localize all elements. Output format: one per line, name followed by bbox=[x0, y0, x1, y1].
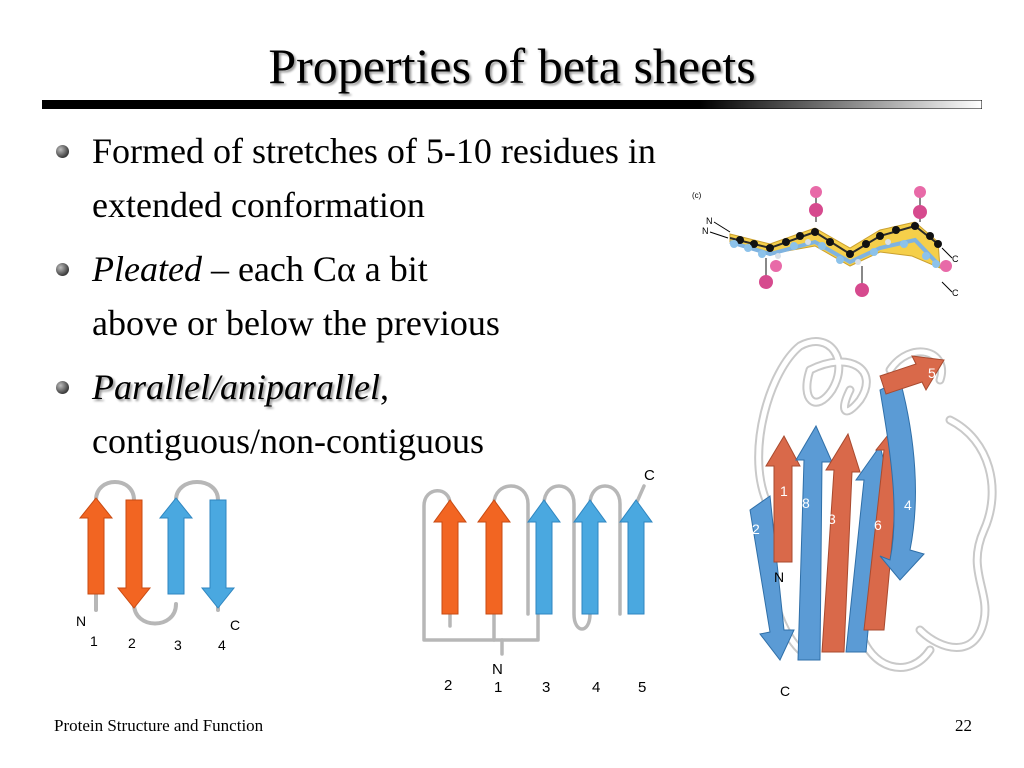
bullet-text: contiguous/non-contiguous bbox=[92, 421, 484, 461]
strand-label: 6 bbox=[874, 517, 882, 533]
bullet-dot-icon bbox=[56, 145, 69, 158]
bullet-text: above or below the previous bbox=[92, 303, 500, 343]
strand-label: 2 bbox=[444, 677, 452, 694]
strand-label: 4 bbox=[904, 497, 912, 513]
c-terminus-label: C bbox=[952, 254, 959, 264]
strand-label: 3 bbox=[828, 511, 836, 527]
c-terminus-label: C bbox=[952, 288, 959, 298]
n-terminus-label: N bbox=[76, 613, 86, 629]
bullet-text: Formed of stretches of 5-10 residues in bbox=[92, 131, 656, 171]
bullet-text: a bit bbox=[355, 249, 428, 289]
extended-conformation-figure: (c) N N C C bbox=[692, 186, 959, 298]
bullet-item: Formed of stretches of 5-10 residues in … bbox=[52, 124, 692, 232]
alpha-symbol: α bbox=[336, 249, 356, 289]
c-terminus-label: C bbox=[644, 467, 655, 484]
strand-label: 2 bbox=[752, 521, 760, 537]
bullet-italic: Parallel/aniparallel bbox=[92, 367, 380, 407]
n-terminus-label: N bbox=[706, 216, 713, 226]
strand-label: 1 bbox=[494, 679, 502, 696]
ribbon-model-figure: 1 8 3 7 6 4 2 5 N C bbox=[749, 337, 997, 699]
strand-label: 2 bbox=[128, 635, 136, 651]
slide-title: Properties of beta sheets bbox=[268, 38, 756, 94]
panel-label: (c) bbox=[692, 191, 702, 200]
bullet-dot-icon bbox=[56, 263, 69, 276]
strand-label: 1 bbox=[780, 483, 788, 499]
bullet-text: – each C bbox=[201, 249, 337, 289]
strand-label: 7 bbox=[852, 515, 860, 531]
strand-label: 3 bbox=[542, 679, 550, 696]
c-terminus-label: C bbox=[230, 617, 240, 633]
bullet-text: extended conformation bbox=[92, 185, 425, 225]
strand-label: 4 bbox=[592, 679, 600, 696]
bullet-list: Formed of stretches of 5-10 residues in … bbox=[52, 124, 692, 468]
strand-label: 4 bbox=[218, 637, 226, 653]
strand-label: 5 bbox=[928, 365, 936, 381]
title-rule bbox=[42, 100, 982, 109]
c-terminus-label: C bbox=[780, 683, 790, 699]
antiparallel-sheet-diagram: N C 1 2 3 4 bbox=[76, 480, 240, 653]
parallel-sheet-diagram: C N 2 1 3 4 5 bbox=[422, 467, 655, 696]
n-terminus-label: N bbox=[774, 569, 784, 585]
strand-label: 3 bbox=[174, 637, 182, 653]
strand-label: 1 bbox=[90, 633, 98, 649]
n-terminus-label: N bbox=[492, 661, 503, 678]
n-terminus-label: N bbox=[702, 226, 709, 236]
slide-number: 22 bbox=[955, 716, 972, 735]
bullet-dot-icon bbox=[56, 381, 69, 394]
bullet-text: , bbox=[379, 367, 389, 407]
bullet-item: Pleated – each Cα a bit above or below t… bbox=[52, 242, 692, 350]
strand-label: 5 bbox=[638, 679, 646, 696]
footer-course-title: Protein Structure and Function bbox=[54, 716, 264, 735]
bullet-italic: Pleated bbox=[92, 249, 202, 289]
strand-label: 8 bbox=[802, 495, 810, 511]
bullet-item: Parallel/aniparallel, contiguous/non-con… bbox=[52, 360, 692, 468]
